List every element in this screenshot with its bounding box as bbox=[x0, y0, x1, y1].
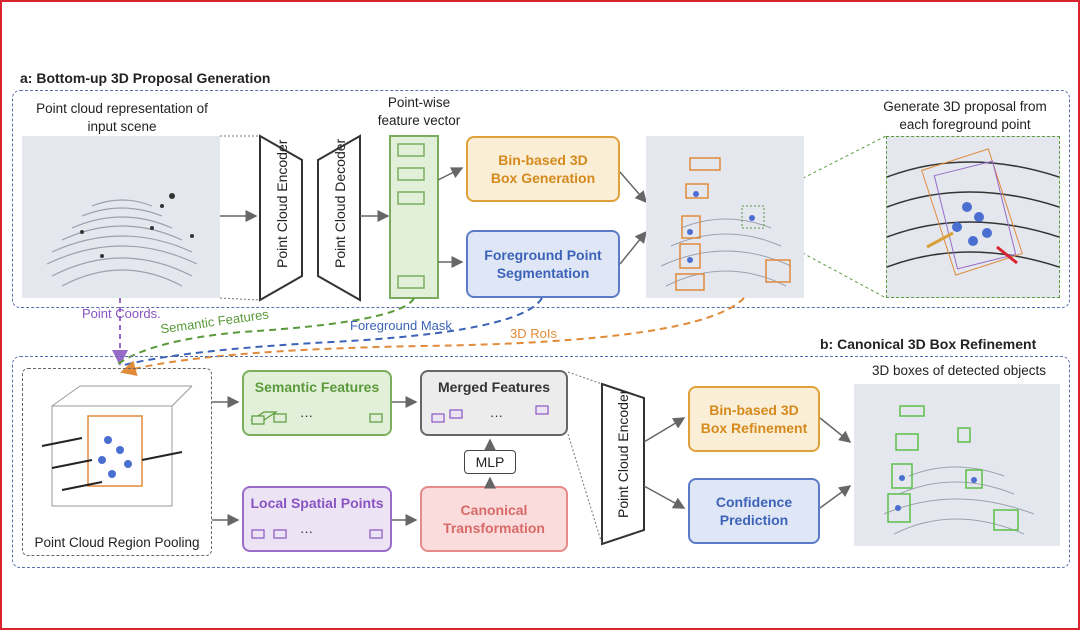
feature-vector-caption: Point-wise feature vector bbox=[377, 95, 461, 128]
encoder-a-shape bbox=[259, 134, 303, 302]
encoder-b-label: Point Cloud Encoder bbox=[615, 389, 631, 518]
mlp-box: MLP bbox=[464, 450, 516, 474]
point-coords-label: Point Coords. bbox=[82, 306, 161, 321]
section-b-panel bbox=[12, 356, 1070, 568]
semantic-features-box: Semantic Features bbox=[242, 370, 392, 436]
proposals-scene-image bbox=[646, 136, 804, 298]
rois-label: 3D RoIs bbox=[510, 326, 557, 341]
local-spatial-points-box-label: Local Spatial Points bbox=[250, 495, 384, 511]
detected-scene-image bbox=[854, 384, 1060, 546]
proposals-scene-drawing bbox=[660, 157, 792, 291]
local-ellipsis: ··· bbox=[300, 524, 313, 539]
semantic-ellipsis: ··· bbox=[300, 408, 313, 423]
semantic-features-box-label: Semantic Features bbox=[254, 379, 380, 395]
bin-box-generation-box: Bin-based 3D Box Generation bbox=[466, 136, 620, 202]
proposal-zoom-image bbox=[886, 136, 1060, 298]
section-a-title: a: Bottom-up 3D Proposal Generation bbox=[20, 70, 271, 86]
section-a-panel bbox=[12, 90, 1070, 308]
canonical-transformation-box: Canonical Transformation bbox=[420, 486, 568, 552]
proposal-zoom-caption: Generate 3D proposal from each foregroun… bbox=[883, 99, 1047, 132]
local-spatial-points-box: Local Spatial Points bbox=[242, 486, 392, 552]
section-b-title: b: Canonical 3D Box Refinement bbox=[820, 336, 1037, 352]
foreground-mask-label: Foreground Mask bbox=[350, 318, 452, 333]
input-scene-caption: Point cloud representation of input scen… bbox=[36, 101, 208, 134]
proposal-zoom-drawing bbox=[887, 148, 1059, 276]
confidence-prediction-box: Confidence Prediction bbox=[688, 478, 820, 544]
encoder-b-label-wrap: Point Cloud Encoder bbox=[604, 389, 642, 518]
encoder-b-shape bbox=[601, 382, 645, 546]
decoder-a-shape bbox=[317, 134, 361, 302]
detected-caption: 3D boxes of detected objects bbox=[871, 363, 1047, 378]
merged-features-box-label: Merged Features bbox=[437, 379, 551, 395]
merged-features-box: Merged Features bbox=[420, 370, 568, 436]
input-scene-points bbox=[46, 193, 198, 287]
merged-ellipsis: ··· bbox=[490, 408, 503, 423]
region-pooling-drawing bbox=[41, 385, 193, 507]
region-pooling-frame bbox=[22, 368, 212, 556]
region-pooling-caption: Point Cloud Region Pooling bbox=[34, 535, 200, 550]
detected-scene-drawing bbox=[883, 405, 1035, 535]
input-scene-image bbox=[22, 136, 220, 298]
bin-box-refinement-box: Bin-based 3D Box Refinement bbox=[688, 386, 820, 452]
foreground-segmentation-box: Foreground Point Segmentation bbox=[466, 230, 620, 298]
region-pooling-image bbox=[32, 376, 202, 532]
